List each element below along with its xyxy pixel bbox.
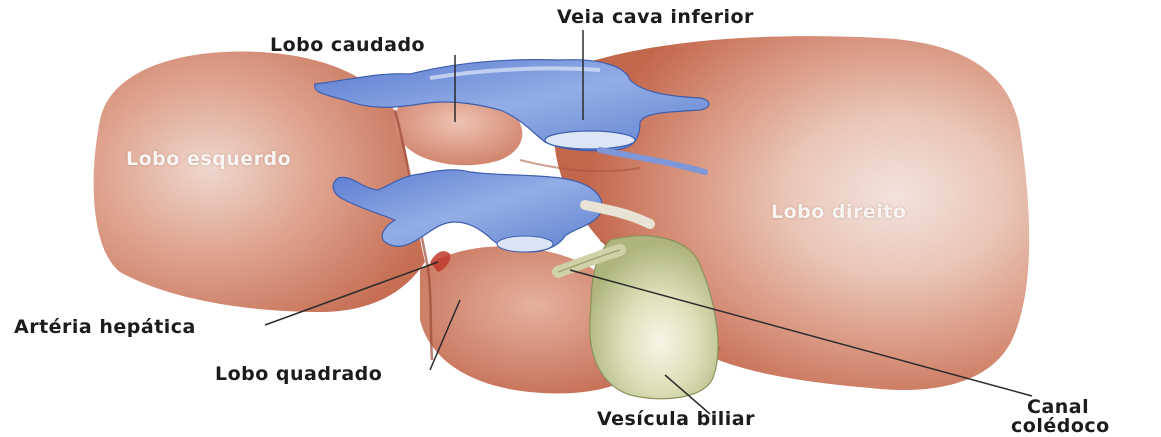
label-canal-coledoco-line2: colédoco	[1011, 417, 1110, 436]
label-lobo-quadrado: Lobo quadrado	[215, 365, 382, 384]
label-arteria-hepatica: Artéria hepática	[14, 318, 196, 337]
label-vesicula-biliar: Vesícula biliar	[597, 410, 755, 429]
label-lobo-direito: Lobo direito	[771, 203, 906, 222]
label-veia-cava-inferior: Veia cava inferior	[557, 8, 754, 27]
label-lobo-esquerdo: Lobo esquerdo	[126, 150, 291, 169]
label-lobo-caudado: Lobo caudado	[270, 36, 425, 55]
vena-cava-opening	[545, 131, 635, 149]
